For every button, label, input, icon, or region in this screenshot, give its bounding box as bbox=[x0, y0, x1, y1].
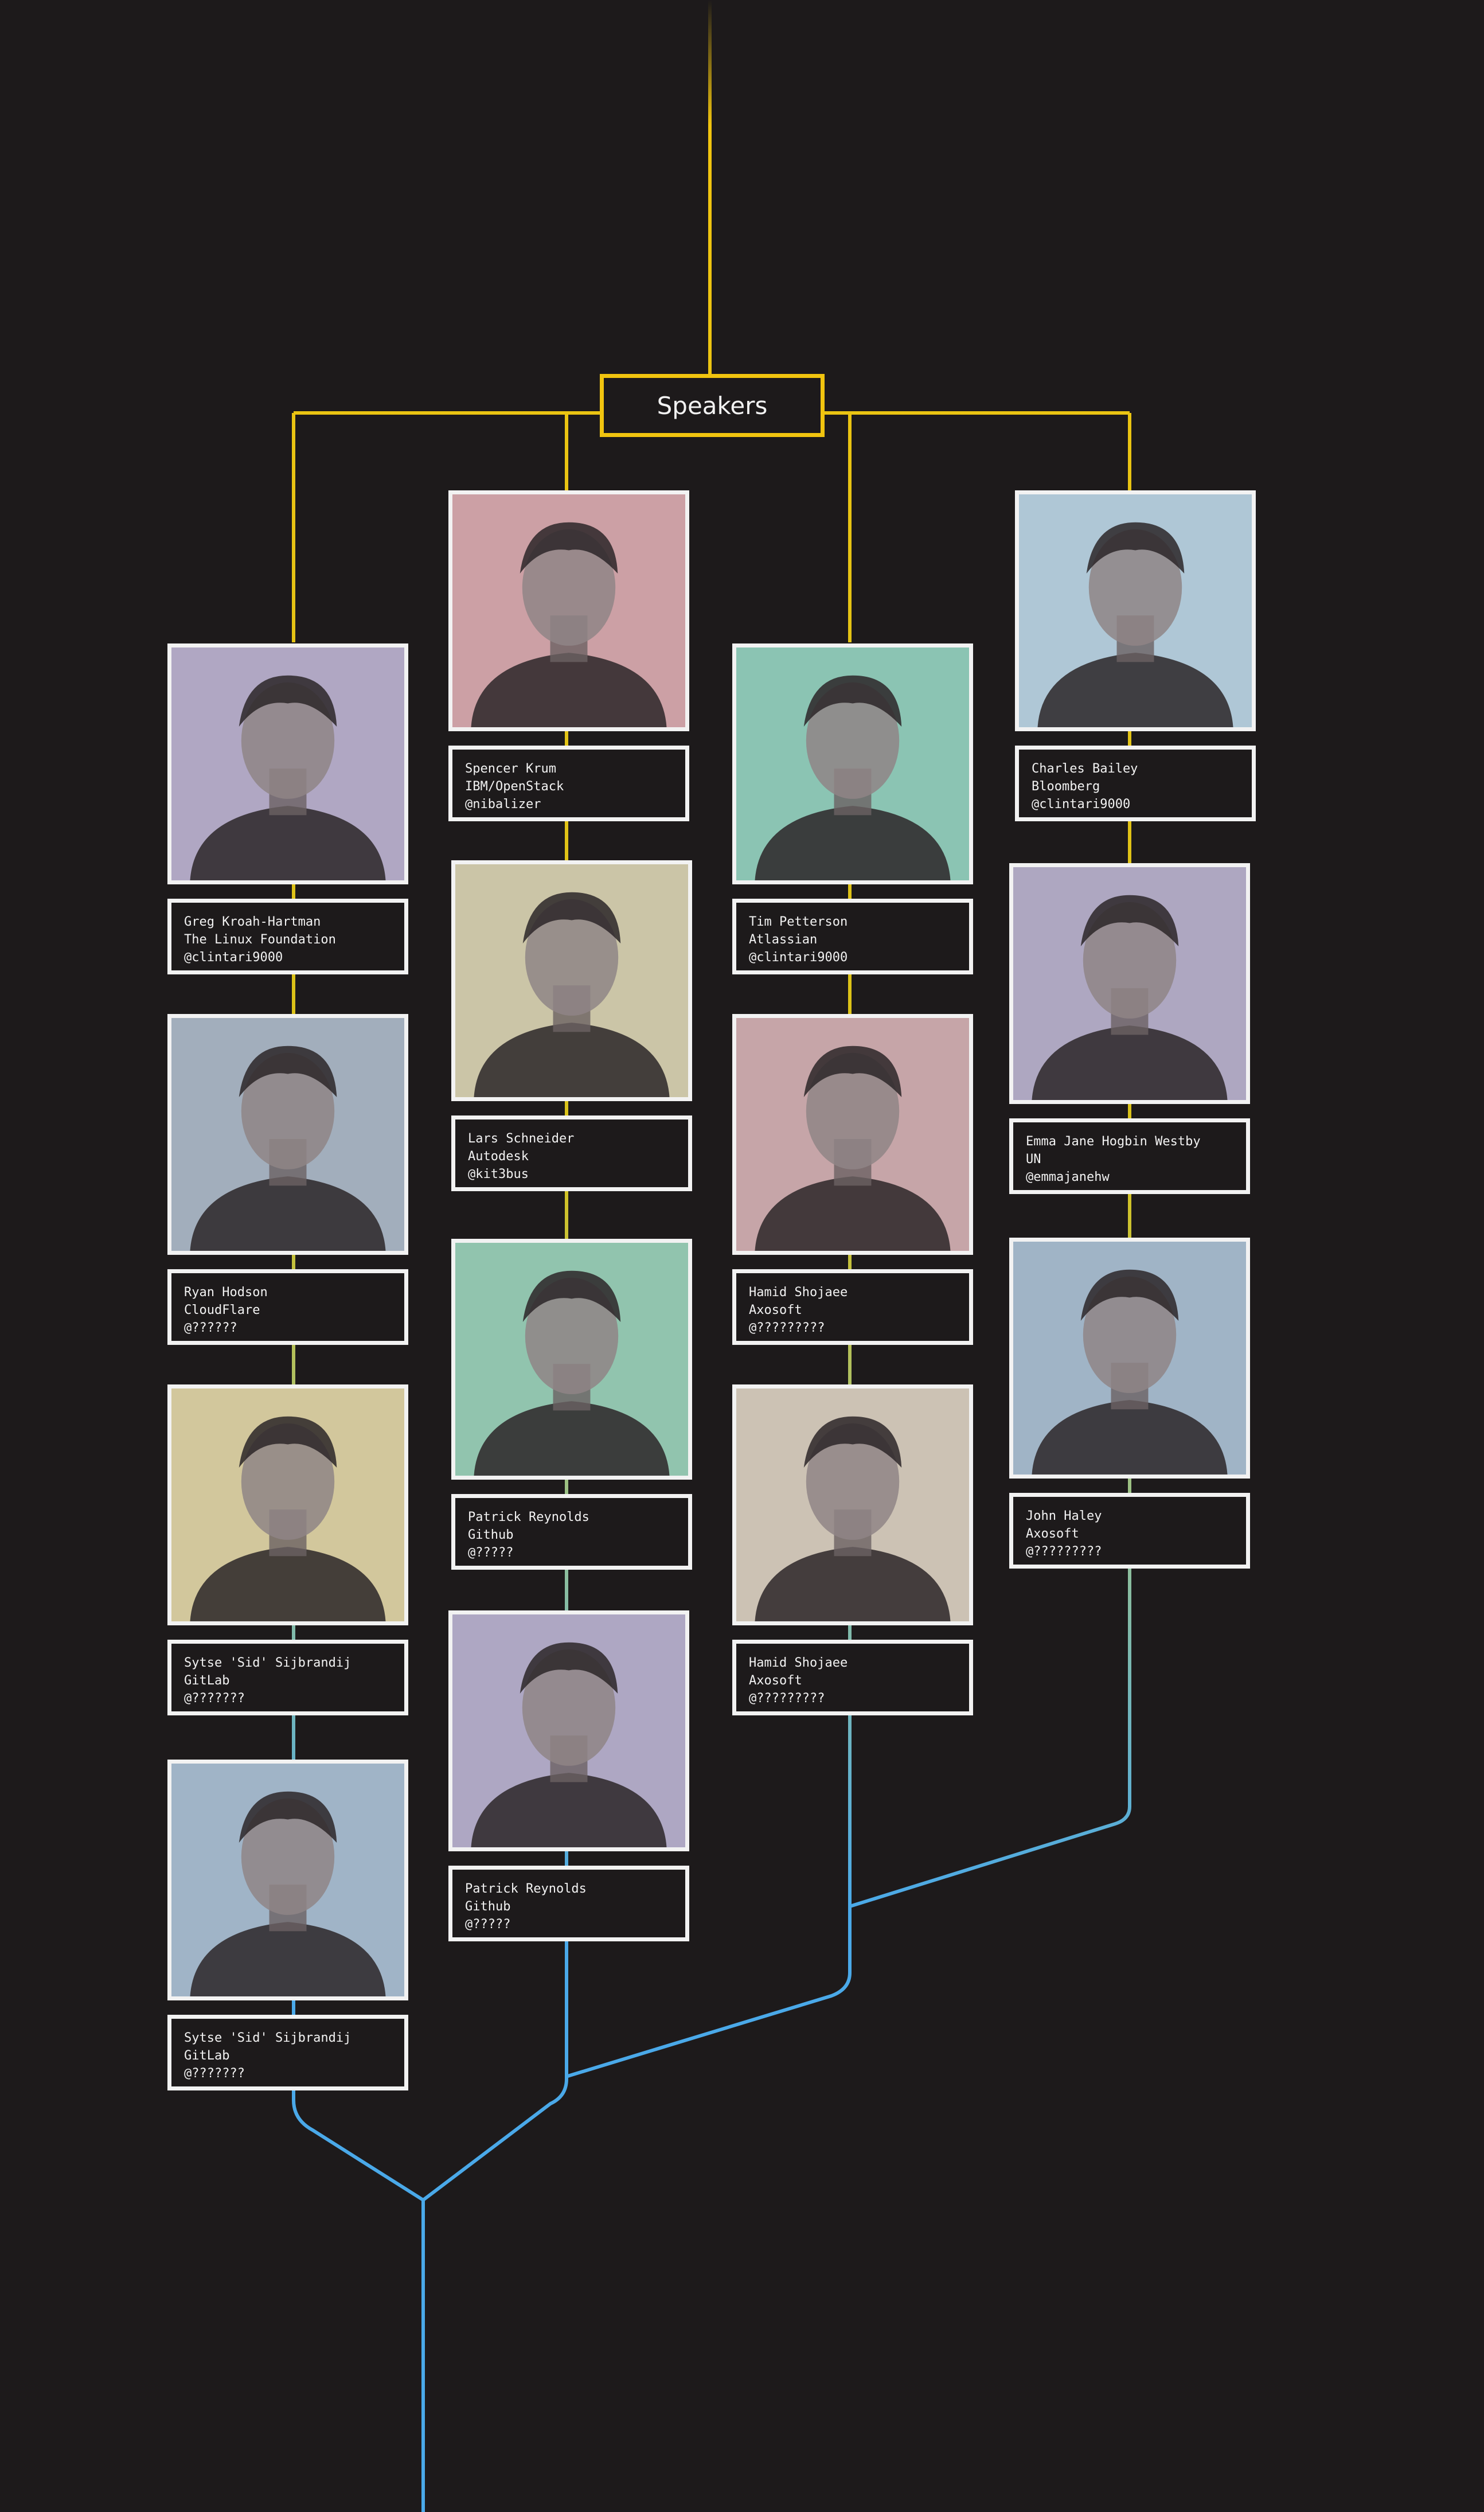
speaker-photo bbox=[167, 1384, 408, 1625]
speaker-handle: @????????? bbox=[749, 1321, 825, 1335]
speaker-name: Emma Jane Hogbin Westby bbox=[1026, 1134, 1201, 1149]
speaker-name: Tim Petterson bbox=[749, 915, 848, 929]
speaker-name: Hamid Shojaee bbox=[749, 1285, 848, 1300]
speaker-org: IBM/OpenStack bbox=[465, 779, 564, 794]
speaker-photo bbox=[448, 490, 689, 731]
speaker-name: Hamid Shojaee bbox=[749, 1656, 848, 1670]
speaker-org: Axosoft bbox=[749, 1303, 802, 1317]
speaker-handle: @clintari9000 bbox=[749, 950, 848, 965]
speaker-name: Sytse 'Sid' Sijbrandij bbox=[184, 1656, 352, 1670]
speaker-org: GitLab bbox=[184, 1674, 230, 1688]
speaker-handle: @clintari9000 bbox=[1032, 797, 1131, 812]
speaker-photo bbox=[1009, 1238, 1250, 1479]
speaker-photo bbox=[1015, 490, 1256, 731]
speaker-photo bbox=[167, 1760, 408, 2000]
col3-line bbox=[567, 413, 852, 2078]
speaker-photo bbox=[167, 1014, 408, 1255]
speaker-photo bbox=[451, 1239, 692, 1480]
speaker-org: Axosoft bbox=[1026, 1527, 1079, 1541]
speaker-handle: @????????? bbox=[1026, 1544, 1102, 1559]
speaker-org: Axosoft bbox=[749, 1674, 802, 1688]
speaker-org: Github bbox=[465, 1899, 511, 1914]
speaker-name: Patrick Reynolds bbox=[468, 1510, 589, 1524]
speaker-org: Github bbox=[468, 1528, 514, 1542]
speaker-name: Sytse 'Sid' Sijbrandij bbox=[184, 2031, 352, 2045]
speaker-photo bbox=[167, 643, 408, 884]
speaker-handle: @??????? bbox=[184, 1691, 245, 1706]
speaker-name: Patrick Reynolds bbox=[465, 1882, 587, 1896]
speaker-org: Bloomberg bbox=[1032, 779, 1100, 794]
speaker-photo bbox=[451, 860, 692, 1101]
speaker-name: Spencer Krum bbox=[465, 762, 556, 776]
speaker-photo bbox=[732, 1014, 973, 1255]
speaker-handle: @????? bbox=[465, 1917, 511, 1932]
speaker-handle: @????? bbox=[468, 1546, 514, 1560]
speaker-handle: @??????? bbox=[184, 2066, 245, 2081]
speaker-photo bbox=[448, 1610, 689, 1851]
col1-line bbox=[292, 413, 424, 2202]
speaker-handle: @?????? bbox=[184, 1321, 237, 1335]
speaker-handle: @clintari9000 bbox=[184, 950, 283, 965]
speaker-org: CloudFlare bbox=[184, 1303, 260, 1317]
speakers-title: Speakers bbox=[600, 374, 825, 437]
col2-line bbox=[422, 413, 568, 2202]
speaker-photo bbox=[1009, 863, 1250, 1104]
speaker-name: Charles Bailey bbox=[1032, 762, 1138, 776]
speaker-handle: @kit3bus bbox=[468, 1167, 529, 1181]
speaker-handle: @????????? bbox=[749, 1691, 825, 1706]
speaker-name: John Haley bbox=[1026, 1509, 1102, 1523]
speaker-org: Atlassian bbox=[749, 933, 818, 947]
speaker-photo bbox=[732, 1384, 973, 1625]
speaker-org: UN bbox=[1026, 1152, 1041, 1167]
speaker-name: Lars Schneider bbox=[468, 1132, 575, 1146]
speaker-name: Ryan Hodson bbox=[184, 1285, 268, 1300]
speaker-photo bbox=[732, 643, 973, 884]
col4-line bbox=[849, 413, 1131, 1908]
speaker-handle: @nibalizer bbox=[465, 797, 541, 812]
speaker-handle: @emmajanehw bbox=[1026, 1170, 1110, 1184]
speaker-name: Greg Kroah-Hartman bbox=[184, 915, 321, 929]
speaker-org: The Linux Foundation bbox=[184, 933, 336, 947]
speaker-org: GitLab bbox=[184, 2049, 230, 2063]
speaker-org: Autodesk bbox=[468, 1149, 529, 1164]
